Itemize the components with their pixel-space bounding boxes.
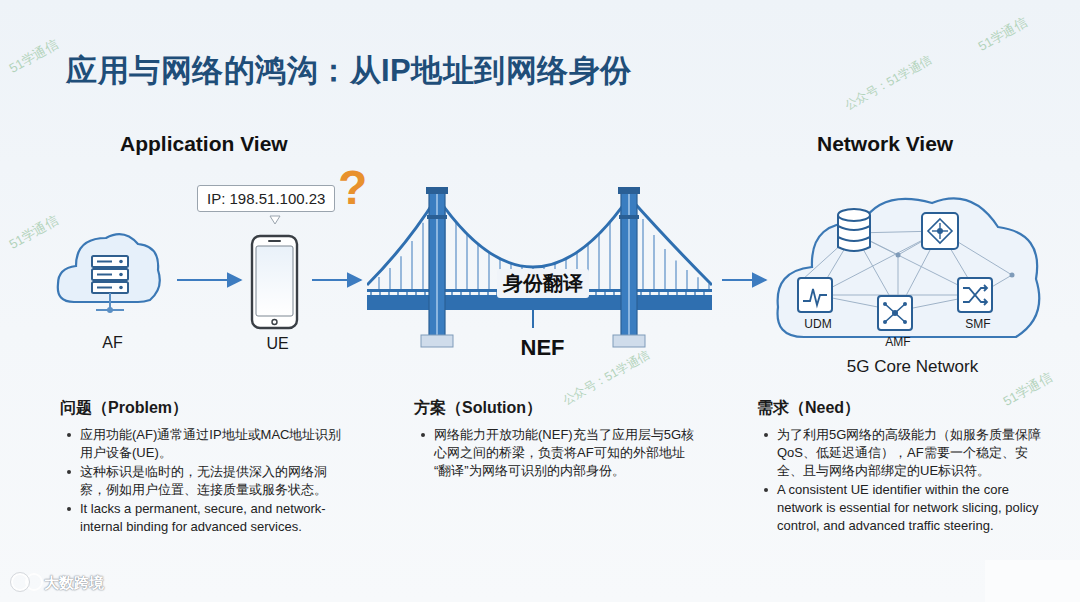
watermark: 51学通信 bbox=[6, 211, 61, 253]
node-sublabel: NEF bbox=[367, 335, 718, 361]
view-heading: Network View bbox=[817, 132, 953, 156]
nf-icon bbox=[791, 277, 839, 313]
text-section: 需求（Need） 为了利用5G网络的高级能力（如服务质量保障QoS、低延迟通信），… bbox=[757, 398, 1053, 536]
cloud-server-icon bbox=[52, 222, 167, 322]
flow-arrow bbox=[177, 279, 241, 281]
view-heading: Application View bbox=[120, 132, 288, 156]
bullet-item: 应用功能(AF)通常通过IP地址或MAC地址识别用户设备(UE)。 bbox=[60, 426, 350, 462]
bullet-item: 为了利用5G网络的高级能力（如服务质量保障QoS、低延迟通信），AF需要一个稳定… bbox=[757, 426, 1053, 480]
amf-function: AMF bbox=[871, 295, 925, 353]
section-heading: 需求（Need） bbox=[757, 398, 1053, 419]
ue-device: UE bbox=[247, 234, 308, 360]
bullet-dot bbox=[764, 488, 768, 492]
ip-callout-box: IP: 198.51.100.23 bbox=[197, 185, 335, 212]
udm-function: UDM bbox=[791, 277, 845, 335]
bullet-item: It lacks a permanent, secure, and networ… bbox=[60, 500, 350, 536]
bullet-dot bbox=[764, 433, 768, 437]
section-heading: 方案（Solution） bbox=[414, 398, 700, 419]
text-section: 方案（Solution） 网络能力开放功能(NEF)充当了应用层与5G核心网之间的… bbox=[414, 398, 700, 481]
logo-mark bbox=[11, 573, 43, 592]
core-network-cloud: 5G Core Network UDM AMF SMF bbox=[772, 185, 1053, 385]
bullet-item: A consistent UE identifier within the co… bbox=[757, 481, 1053, 535]
bullet-dot bbox=[67, 507, 71, 511]
flow-arrow bbox=[312, 279, 361, 281]
nf-icon bbox=[871, 295, 919, 331]
node-label: IP: 198.51.100.23 bbox=[207, 190, 325, 207]
bullet-text: 为了利用5G网络的高级能力（如服务质量保障QoS、低延迟通信），AF需要一个稳定… bbox=[777, 427, 1041, 478]
phone-icon bbox=[247, 234, 302, 330]
node-label: 5G Core Network bbox=[772, 357, 1053, 377]
node-label: AMF bbox=[871, 335, 925, 349]
text-section: 问题（Problem） 应用功能(AF)通常通过IP地址或MAC地址识别用户设备(… bbox=[60, 398, 350, 537]
bullet-text: 应用功能(AF)通常通过IP地址或MAC地址识别用户设备(UE)。 bbox=[80, 427, 341, 460]
callout-pointer bbox=[270, 216, 280, 224]
node-label: UDM bbox=[791, 317, 845, 331]
page-title: 应用与网络的鸿沟：从IP地址到网络身份 bbox=[66, 50, 632, 92]
flow-arrow bbox=[722, 279, 766, 281]
bullet-dot bbox=[67, 433, 71, 437]
bullet-text: 网络能力开放功能(NEF)充当了应用层与5G核心网之间的桥梁，负责将AF可知的外… bbox=[434, 427, 694, 478]
bullet-dot bbox=[421, 433, 425, 437]
watermark: 51学通信 bbox=[975, 13, 1030, 55]
section-heading: 问题（Problem） bbox=[60, 398, 350, 419]
nf-icon bbox=[951, 277, 999, 313]
logo-text: 大数跨境 bbox=[44, 574, 104, 593]
bullet-text: It lacks a permanent, secure, and networ… bbox=[80, 501, 326, 534]
bullet-item: 网络能力开放功能(NEF)充当了应用层与5G核心网之间的桥梁，负责将AF可知的外… bbox=[414, 426, 700, 480]
smf-function: SMF bbox=[951, 277, 1005, 335]
corner-patch bbox=[985, 560, 1080, 602]
node-label: SMF bbox=[951, 317, 1005, 331]
bullet-item: 这种标识是临时的，无法提供深入的网络洞察，例如用户位置、连接质量或服务状态。 bbox=[60, 463, 350, 499]
watermark: 公众号：51学通信 bbox=[842, 51, 935, 114]
nef-bridge: 身份翻译 NEF bbox=[367, 185, 718, 370]
bullet-text: 这种标识是临时的，无法提供深入的网络洞察，例如用户位置、连接质量或服务状态。 bbox=[80, 464, 327, 497]
watermark: 公众号：51学通信 bbox=[560, 346, 653, 409]
node-label: AF bbox=[52, 334, 173, 352]
watermark: 51学通信 bbox=[1000, 368, 1055, 410]
question-mark: ? bbox=[338, 160, 367, 215]
bullet-text: A consistent UE identifier within the co… bbox=[777, 482, 1039, 533]
node-label: UE bbox=[247, 335, 308, 353]
bullet-dot bbox=[67, 470, 71, 474]
watermark: 51学通信 bbox=[6, 35, 61, 77]
node-label: 身份翻译 bbox=[497, 269, 589, 298]
app-function-cloud: AF bbox=[52, 222, 173, 362]
